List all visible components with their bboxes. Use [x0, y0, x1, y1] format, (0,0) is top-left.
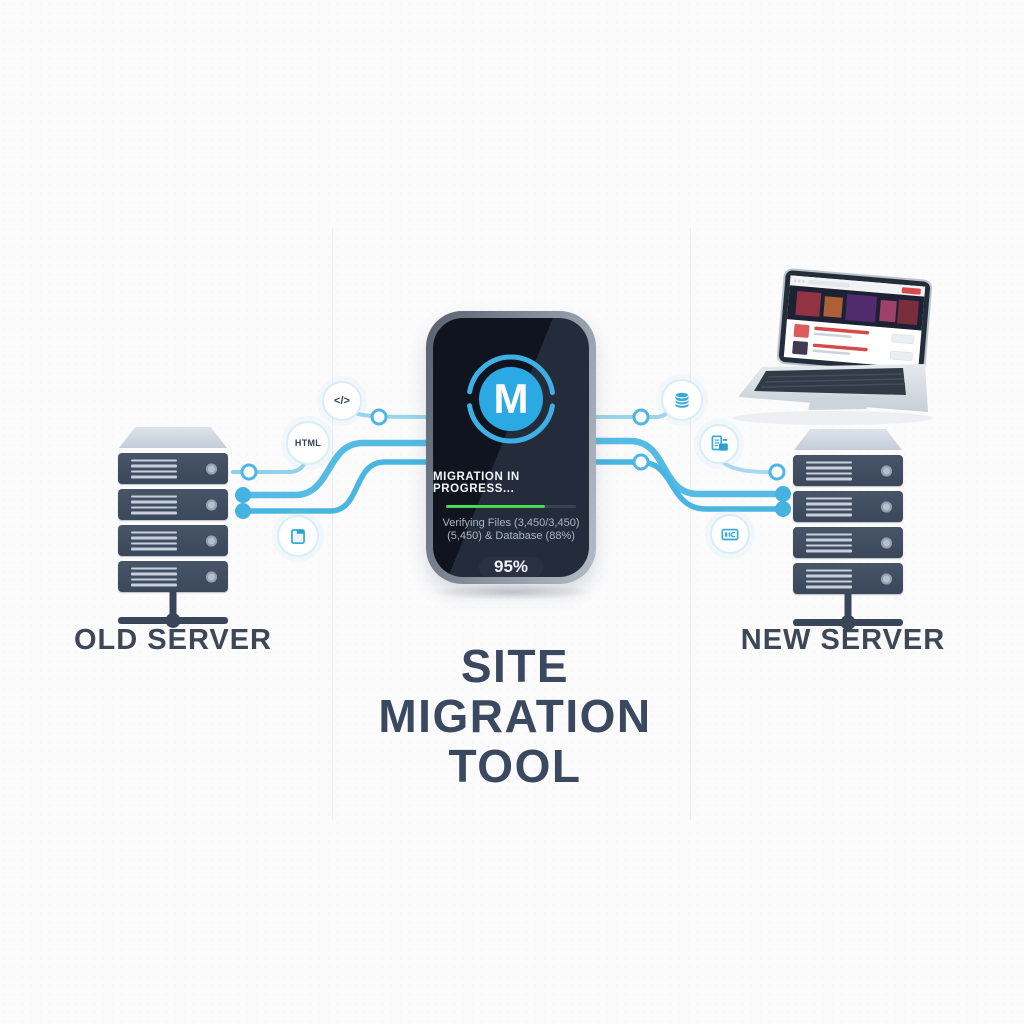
server-led — [881, 501, 892, 512]
server-top-face — [119, 427, 227, 448]
phone-screen: M MIGRATION IN PROGRESS... Verifying Fil… — [433, 318, 589, 577]
title-line-1: SITE — [460, 640, 570, 692]
html-badge: HTML — [286, 421, 330, 465]
data-card-icon — [710, 514, 750, 554]
server-stand — [793, 594, 903, 638]
server-led — [206, 463, 217, 474]
title-line-3: TOOL — [448, 740, 582, 792]
migration-logo: M — [456, 346, 566, 456]
server-unit — [118, 489, 228, 520]
connector-nodes — [235, 408, 791, 519]
server-unit — [793, 563, 903, 594]
server-unit — [793, 527, 903, 558]
server-led — [206, 535, 217, 546]
phone-shadow — [430, 584, 594, 600]
progress-bar-fill — [446, 505, 545, 508]
panel-divider-right — [690, 228, 691, 820]
page-title: SITE MIGRATION TOOL — [332, 641, 698, 791]
server-unit — [118, 453, 228, 484]
webpage-cta-button — [901, 287, 921, 295]
server-led — [206, 571, 217, 582]
webpage-article-row — [793, 323, 915, 345]
server-stand — [118, 592, 228, 636]
old-server-label: OLD SERVER — [73, 624, 272, 656]
server-unit — [793, 491, 903, 522]
migration-detail-text: Verifying Files (3,450/3,450) (5,450) & … — [442, 517, 580, 542]
title-line-2: MIGRATION — [378, 690, 652, 742]
migration-phone: M MIGRATION IN PROGRESS... Verifying Fil… — [426, 311, 596, 584]
laptop-trackpad — [808, 396, 867, 410]
server-unit — [118, 561, 228, 592]
files-folder-icon — [699, 424, 739, 464]
new-server — [793, 429, 903, 638]
server-led — [206, 499, 217, 510]
database-icon — [661, 379, 703, 421]
progress-bar — [446, 505, 576, 508]
old-server — [118, 427, 228, 636]
percent-badge: 95% — [479, 557, 543, 577]
new-server-label: NEW SERVER — [740, 624, 946, 656]
logo-letter: M — [493, 375, 529, 422]
panel-divider-left — [332, 228, 333, 820]
server-led — [881, 573, 892, 584]
server-led — [881, 537, 892, 548]
document-icon — [277, 515, 319, 557]
server-led — [881, 465, 892, 476]
server-unit — [793, 455, 903, 486]
webpage-article-row — [792, 340, 913, 362]
server-unit — [118, 525, 228, 556]
migration-status-text: MIGRATION IN PROGRESS... — [433, 471, 520, 495]
server-top-face — [794, 429, 902, 450]
laptop — [733, 268, 933, 425]
code-icon: </> — [322, 381, 362, 421]
